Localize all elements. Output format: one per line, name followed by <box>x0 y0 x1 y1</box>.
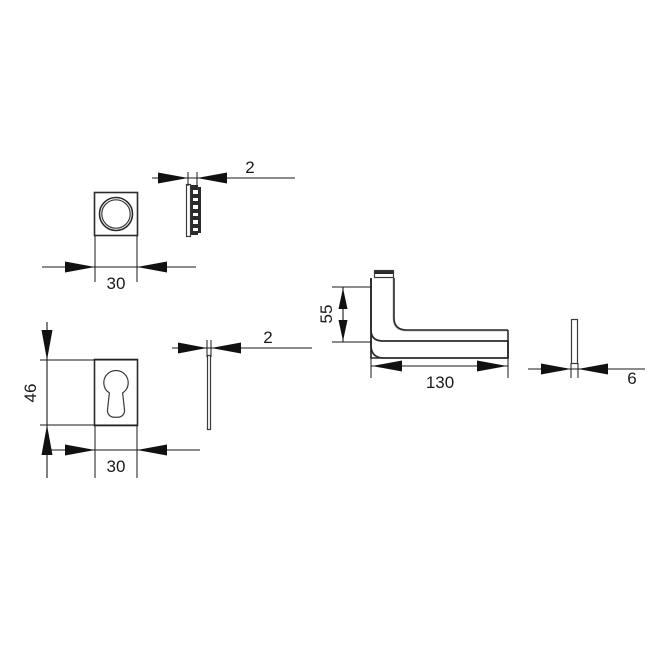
rosette-side-notch-2 <box>193 198 199 201</box>
dimension-rosette-thickness: 2 <box>152 158 295 186</box>
dim-2-low-label: 2 <box>263 328 272 347</box>
euro-cylinder-keyhole <box>103 369 129 418</box>
rosette-side-notch-1 <box>193 190 198 194</box>
dim-30-low-arrow-right <box>137 444 167 456</box>
dim-130-arrow-left <box>372 360 402 372</box>
lever-neck-inner-contour <box>393 278 508 331</box>
lever-spindle-cap-outline <box>373 269 395 279</box>
dim-130-arrow-right <box>477 360 507 372</box>
rosette-side-notch-3 <box>193 205 198 209</box>
dim-30-low-arrow-left <box>65 444 95 456</box>
dim-6-arrow-left <box>541 363 571 375</box>
dim-2-top-arrow-left <box>158 172 188 184</box>
dimension-lever-width: 6 <box>528 363 645 388</box>
dim-6-arrow-right <box>578 363 608 375</box>
keyhole-rosette-side-plate <box>206 354 212 431</box>
rosette-square-plate <box>93 191 139 237</box>
dimension-keyhole-width: 30 <box>50 426 200 478</box>
rosette-spindle-ring-outer <box>98 196 134 232</box>
rosette-side-notch-5 <box>193 220 198 224</box>
lever-spindle-cap <box>374 270 394 274</box>
rosette-side-notch-6 <box>193 228 199 231</box>
rosette-spindle-ring-inner <box>101 199 131 229</box>
view-square-rosette-front <box>93 191 139 237</box>
dim-2-low-arrow-right <box>211 342 241 354</box>
dim-30-top-label: 30 <box>107 274 126 293</box>
view-lever-handle-front <box>570 318 579 365</box>
dimension-lever-length: 130 <box>370 341 509 392</box>
dim-130-label: 130 <box>426 373 454 392</box>
rosette-side-body <box>191 185 198 235</box>
dim-2-low-arrow-left <box>178 342 207 354</box>
dimension-lever-height: 55 <box>317 286 372 343</box>
dim-55-arrow-bottom <box>338 320 348 341</box>
dim-55-arrow-top <box>338 288 348 309</box>
dim-46-arrow-top <box>41 330 53 360</box>
lever-front-profile <box>570 318 579 365</box>
dim-30-low-label: 30 <box>107 457 126 476</box>
dim-46-arrow-bottom <box>41 425 53 455</box>
view-keyhole-rosette-side <box>206 354 212 431</box>
dimension-keyhole-height: 46 <box>21 322 137 478</box>
dim-46-label: 46 <box>21 384 40 403</box>
rosette-side-edge <box>198 187 201 233</box>
dim-6-label: 6 <box>627 369 636 388</box>
dim-55-label: 55 <box>317 305 336 324</box>
dimension-keyhole-thickness: 2 <box>172 328 312 357</box>
rosette-side-notch-4 <box>193 213 199 216</box>
dimension-rosette-width: 30 <box>42 236 196 293</box>
dim-2-top-label: 2 <box>245 158 254 177</box>
dim-30-top-arrow-left <box>65 261 95 273</box>
dim-2-top-arrow-right <box>197 172 227 184</box>
dim-30-top-arrow-right <box>137 261 167 273</box>
